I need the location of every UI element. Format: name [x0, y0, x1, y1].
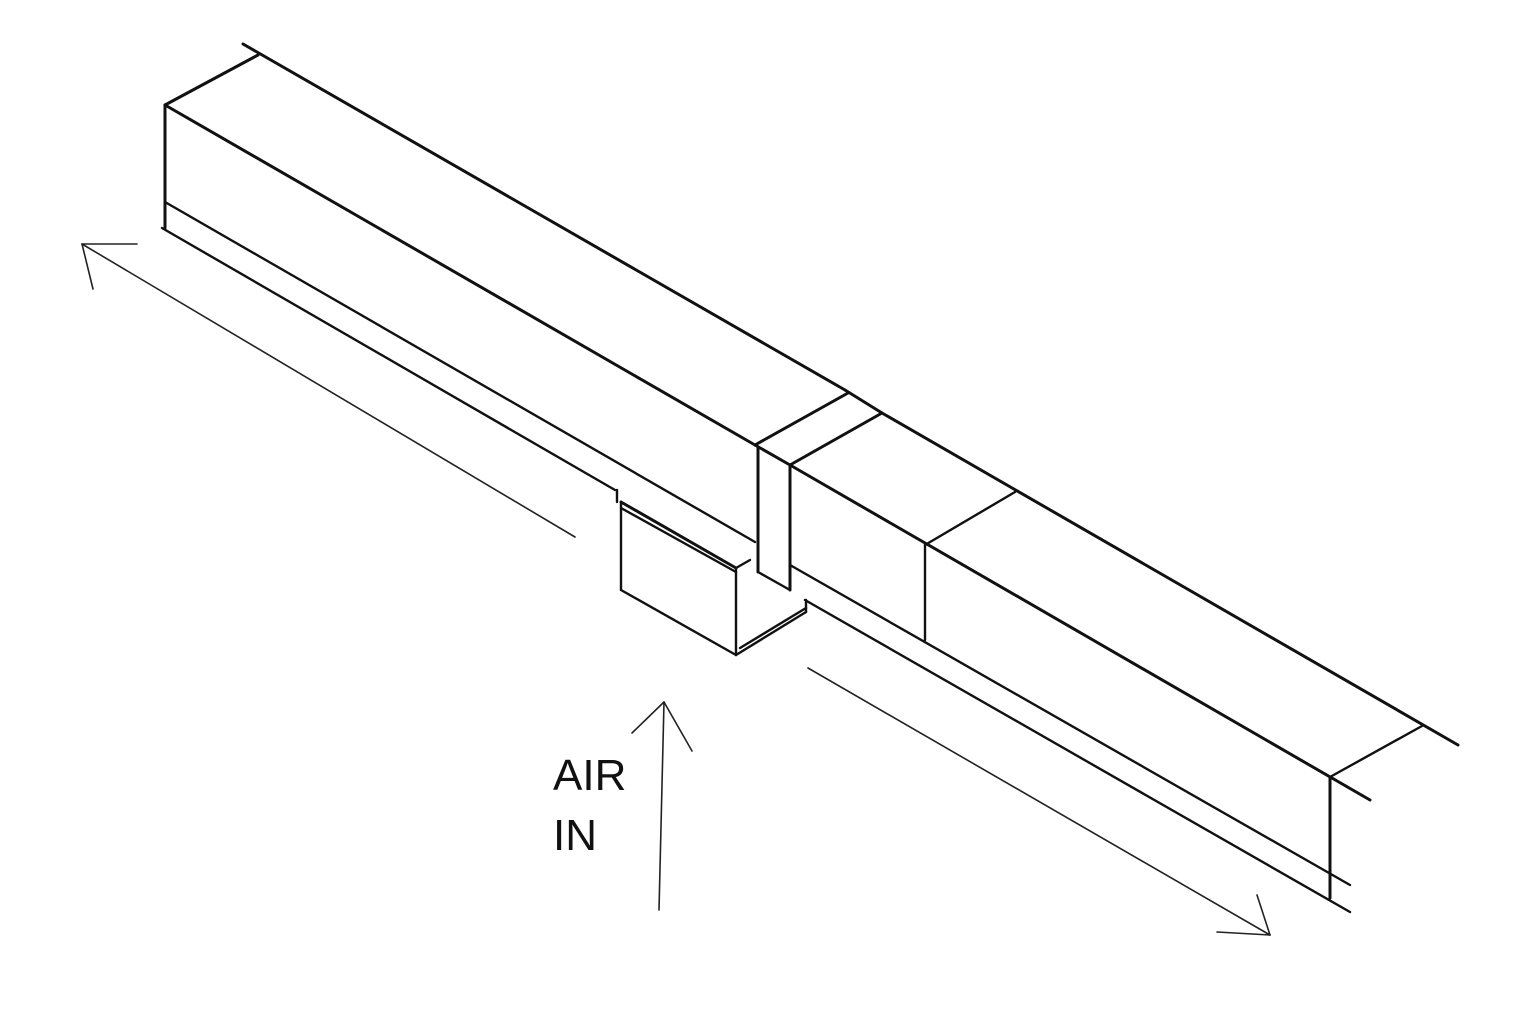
air-in-arrow	[631, 701, 693, 911]
airflow-arrow-left	[81, 243, 576, 538]
right-duct-section	[788, 411, 1460, 914]
duct-coupling	[753, 388, 884, 592]
air-in-label-line1: AIR	[553, 751, 626, 800]
inlet-box	[615, 488, 808, 657]
airflow-arrow-right	[807, 667, 1271, 936]
air-in-label-line2: IN	[553, 811, 597, 860]
left-duct-section	[160, 42, 847, 544]
